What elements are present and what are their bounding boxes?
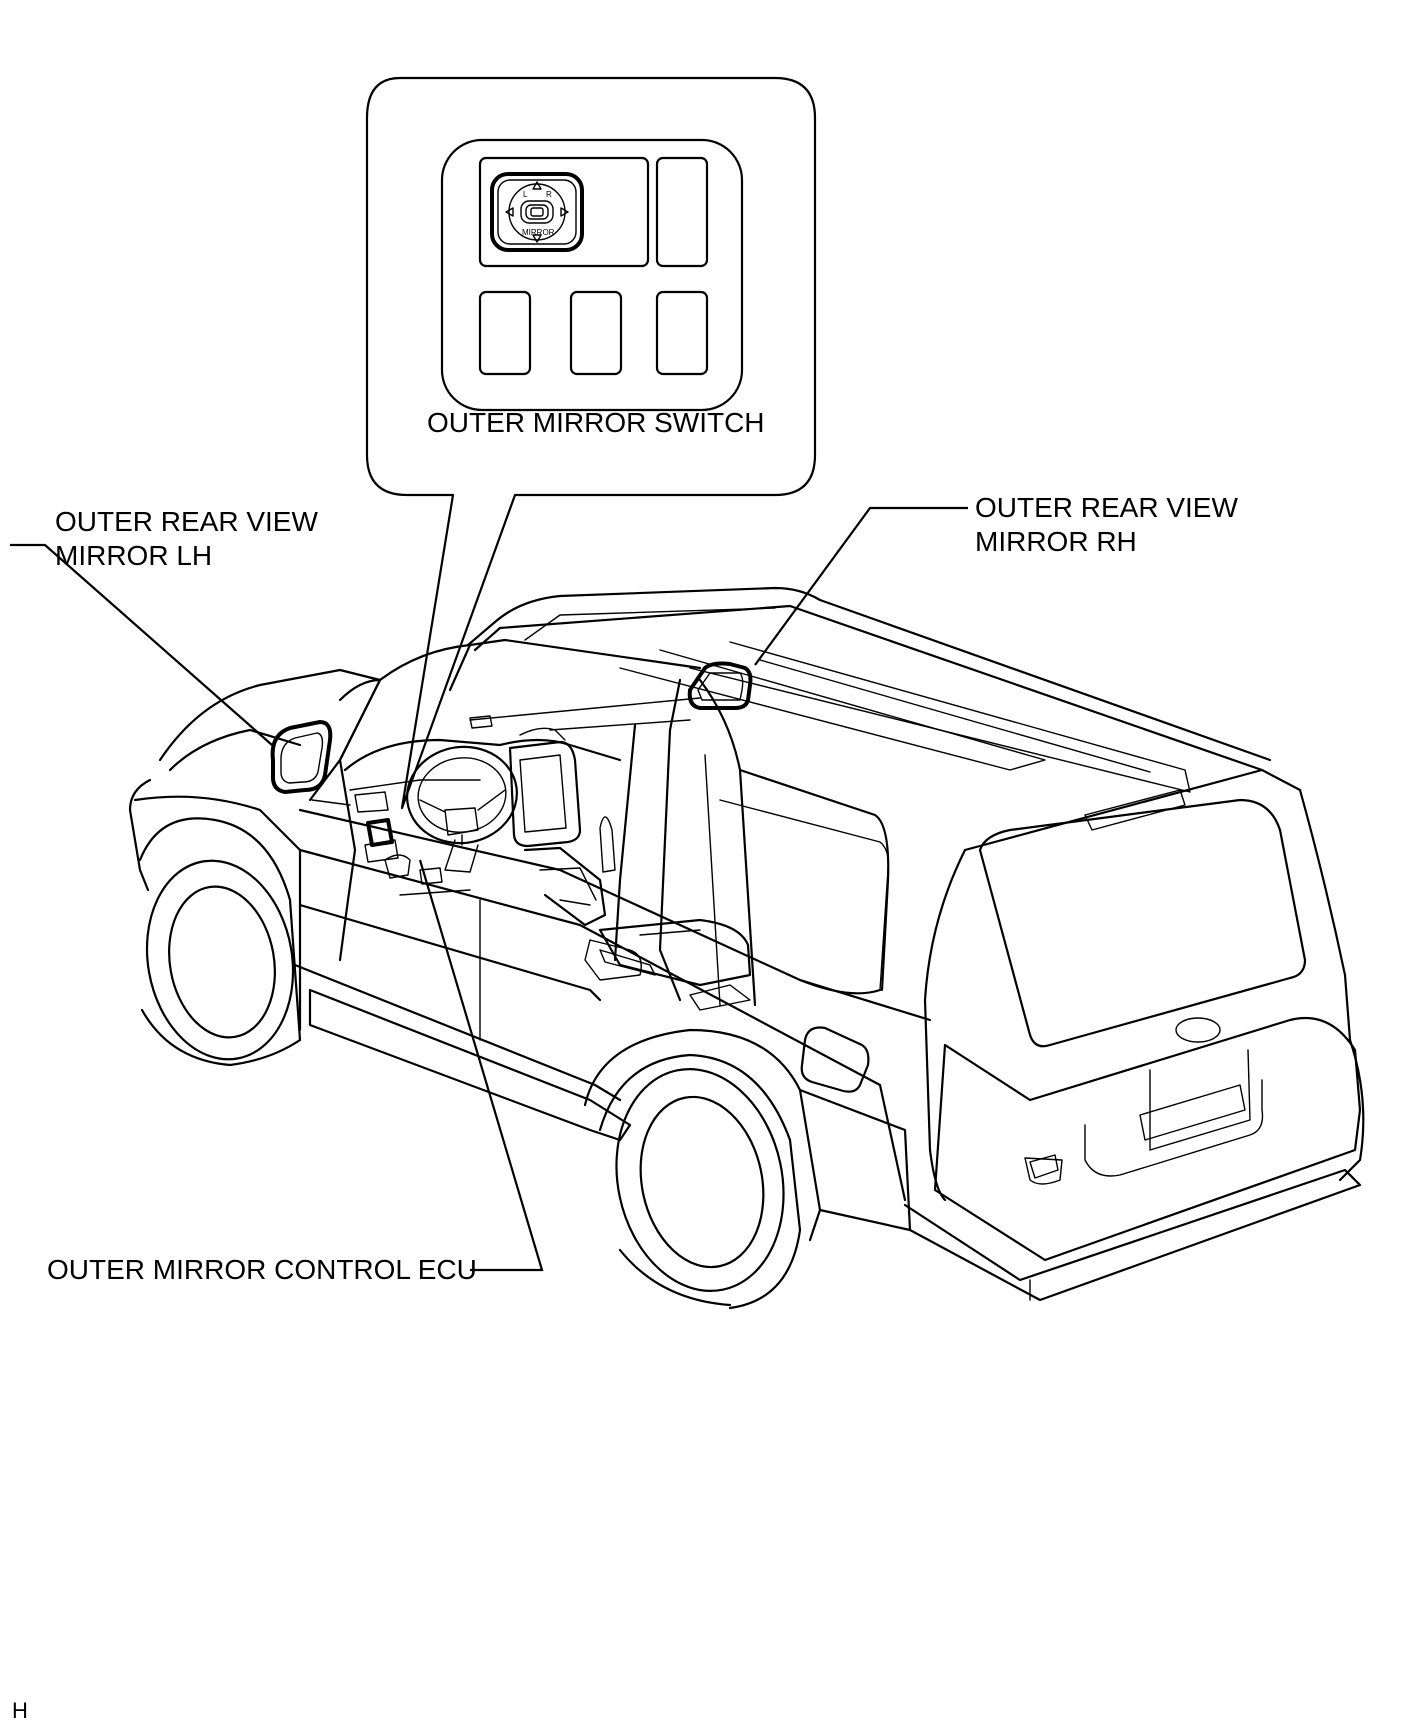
outer-mirror-control-ecu-marker [366,818,394,847]
knob-label-mirror: MIRROR [522,228,555,237]
outer-rear-view-mirror-rh-label-line2: MIRROR RH [975,526,1137,557]
outer-mirror-switch-label: OUTER MIRROR SWITCH [427,407,765,438]
vehicle-outline [128,586,1365,1310]
leader-lines [10,506,968,1272]
mirror-adjust-knob: L R MIRROR [490,172,584,252]
switch-panel [440,138,744,412]
knob-label-left: L [523,190,528,199]
outer-rear-view-mirror-lh-label-line2: MIRROR LH [55,540,212,571]
outer-mirror-control-ecu-label: OUTER MIRROR CONTROL ECU [47,1254,477,1285]
switch-callout [365,76,817,810]
outer-rear-view-mirror-lh-label-line1: OUTER REAR VIEW [55,506,318,537]
outer-rear-view-mirror-rh [687,661,753,710]
outer-rear-view-mirror-rh-label-line1: OUTER REAR VIEW [975,492,1238,523]
knob-label-right: R [546,190,552,199]
corner-mark: H [12,1698,28,1723]
outer-rear-view-mirror-lh [270,720,333,794]
